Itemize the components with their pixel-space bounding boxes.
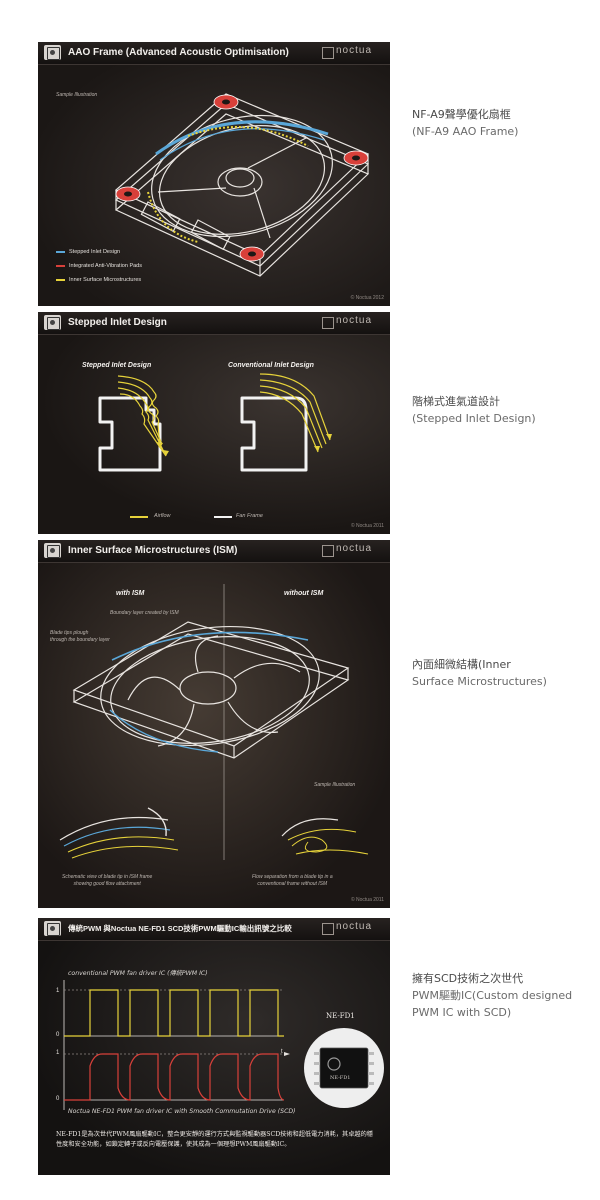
note-blade: Blade tips plough through the boundary l…: [50, 630, 110, 643]
panel-header: Inner Surface Microstructures (ISM) noct…: [38, 540, 390, 563]
fan-logo-icon: [44, 543, 61, 558]
axis-zero: 0: [56, 1032, 60, 1038]
caption-zh: 階梯式進氣道設計: [412, 395, 500, 408]
sample-note: Sample Illustration: [56, 92, 98, 98]
caption-en: (Stepped Inlet Design): [412, 412, 536, 425]
panel-title: Inner Surface Microstructures (ISM): [68, 545, 238, 556]
caption-ism: 內面細微結構(Inner Surface Microstructures): [412, 656, 582, 690]
chip-label: NE-FD1: [326, 1012, 355, 1020]
aao-frame-panel: AAO Frame (Advanced Acoustic Optimisatio…: [38, 42, 390, 306]
noctua-logo: noctua: [322, 921, 384, 936]
ism-panel: Inner Surface Microstructures (ISM) noct…: [38, 540, 390, 908]
ism-fan-illustration: [59, 584, 369, 860]
caption-en: Surface Microstructures): [412, 675, 547, 688]
pwm-logo-icon: [44, 921, 61, 936]
inlet-diagram: [98, 373, 332, 518]
panel-header: Stepped Inlet Design noctua: [38, 312, 390, 335]
brand-name: noctua: [336, 921, 373, 932]
panel-title: AAO Frame (Advanced Acoustic Optimisatio…: [68, 47, 289, 58]
blue-swatch-icon: [56, 250, 65, 253]
panel-title: 傳統PWM 與Noctua NE-FD1 SCD技術PWM驅動IC輸出訊號之比較: [68, 924, 292, 933]
yellow-swatch-icon: [56, 278, 65, 281]
col-title-left: with ISM: [116, 590, 145, 597]
noctua-mark-icon: [322, 923, 334, 935]
legend-airflow: Airflow: [154, 513, 171, 519]
panel-title: Stepped Inlet Design: [68, 317, 167, 328]
legend-label: Stepped Inlet Design: [69, 249, 121, 255]
col-title-left: Stepped Inlet Design: [82, 362, 152, 369]
aao-frame-illustration: [114, 93, 370, 277]
legend-label: Inner Surface Microstructures: [69, 277, 142, 283]
bottom-chart-title: Noctua NE-FD1 PWM fan driver IC with Smo…: [68, 1108, 296, 1115]
note-sample: Sample Illustration: [314, 782, 356, 788]
legend-item: Stepped Inlet Design: [56, 249, 120, 255]
caption-stepped-inlet: 階梯式進氣道設計 (Stepped Inlet Design): [412, 393, 582, 427]
noctua-logo: noctua: [322, 45, 384, 60]
axis-one: 1: [56, 1050, 60, 1056]
col-title-right: Conventional Inlet Design: [228, 362, 314, 369]
axis-t: t: [281, 1049, 283, 1055]
brand-name: noctua: [336, 45, 373, 56]
note-boundary: Boundary layer created by ISM: [110, 610, 179, 616]
legend-fan-frame: Fan Frame: [236, 513, 263, 519]
noctua-logo: noctua: [322, 315, 384, 330]
legend-label: Integrated Anti-Vibration Pads: [69, 263, 142, 269]
noctua-mark-icon: [322, 545, 334, 557]
caption-en: (NF-A9 AAO Frame): [412, 125, 519, 138]
copyright: © Noctua 2011: [350, 523, 384, 529]
axis-one: 1: [56, 988, 60, 994]
copyright: © Noctua 2011: [350, 897, 384, 903]
stepped-inlet-panel: Stepped Inlet Design noctua Stepped Inle…: [38, 312, 390, 534]
brand-name: noctua: [336, 543, 373, 554]
axis-zero: 0: [56, 1096, 60, 1102]
description-paragraph: NE-FD1是為次世代PWM風扇驅動IC，整合更安靜的運行方式與監視驅動器SCD…: [56, 1131, 373, 1148]
caption-zh: NF-A9聲學優化扇框: [412, 108, 511, 121]
panel-header: 傳統PWM 與Noctua NE-FD1 SCD技術PWM驅動IC輸出訊號之比較…: [38, 918, 390, 941]
note-right: Flow separation from a blade tip in a co…: [252, 874, 333, 887]
caption-zh: 內面細微結構(Inner: [412, 658, 511, 671]
legend-item: Inner Surface Microstructures: [56, 277, 141, 283]
noctua-mark-icon: [322, 317, 334, 329]
note-left: Schematic view of blade tip in ISM frame…: [62, 874, 153, 887]
copyright: © Noctua 2012: [350, 295, 384, 301]
col-title-right: without ISM: [284, 590, 324, 597]
brand-name: noctua: [336, 315, 373, 326]
fan-logo-icon: [44, 315, 61, 330]
noctua-mark-icon: [322, 47, 334, 59]
caption-en: PWM驅動IC(Custom designed PWM IC with SCD): [412, 989, 573, 1019]
caption-aao-frame: NF-A9聲學優化扇框 (NF-A9 AAO Frame): [412, 106, 582, 140]
noctua-logo: noctua: [322, 543, 384, 558]
fan-logo-icon: [44, 45, 61, 60]
pwm-signal-chart: [63, 980, 384, 1110]
panel-header: AAO Frame (Advanced Acoustic Optimisatio…: [38, 42, 390, 65]
caption-zh: 擁有SCD技術之次世代: [412, 972, 524, 985]
chip-text: NE-FD1: [330, 1075, 351, 1081]
red-swatch-icon: [56, 264, 65, 267]
top-chart-title: conventional PWM fan driver IC (傳統PWM IC…: [68, 970, 208, 977]
pwm-comparison-panel: 傳統PWM 與Noctua NE-FD1 SCD技術PWM驅動IC輸出訊號之比較…: [38, 918, 390, 1175]
caption-pwm: 擁有SCD技術之次世代 PWM驅動IC(Custom designed PWM …: [412, 970, 582, 1021]
legend-item: Integrated Anti-Vibration Pads: [56, 263, 142, 269]
